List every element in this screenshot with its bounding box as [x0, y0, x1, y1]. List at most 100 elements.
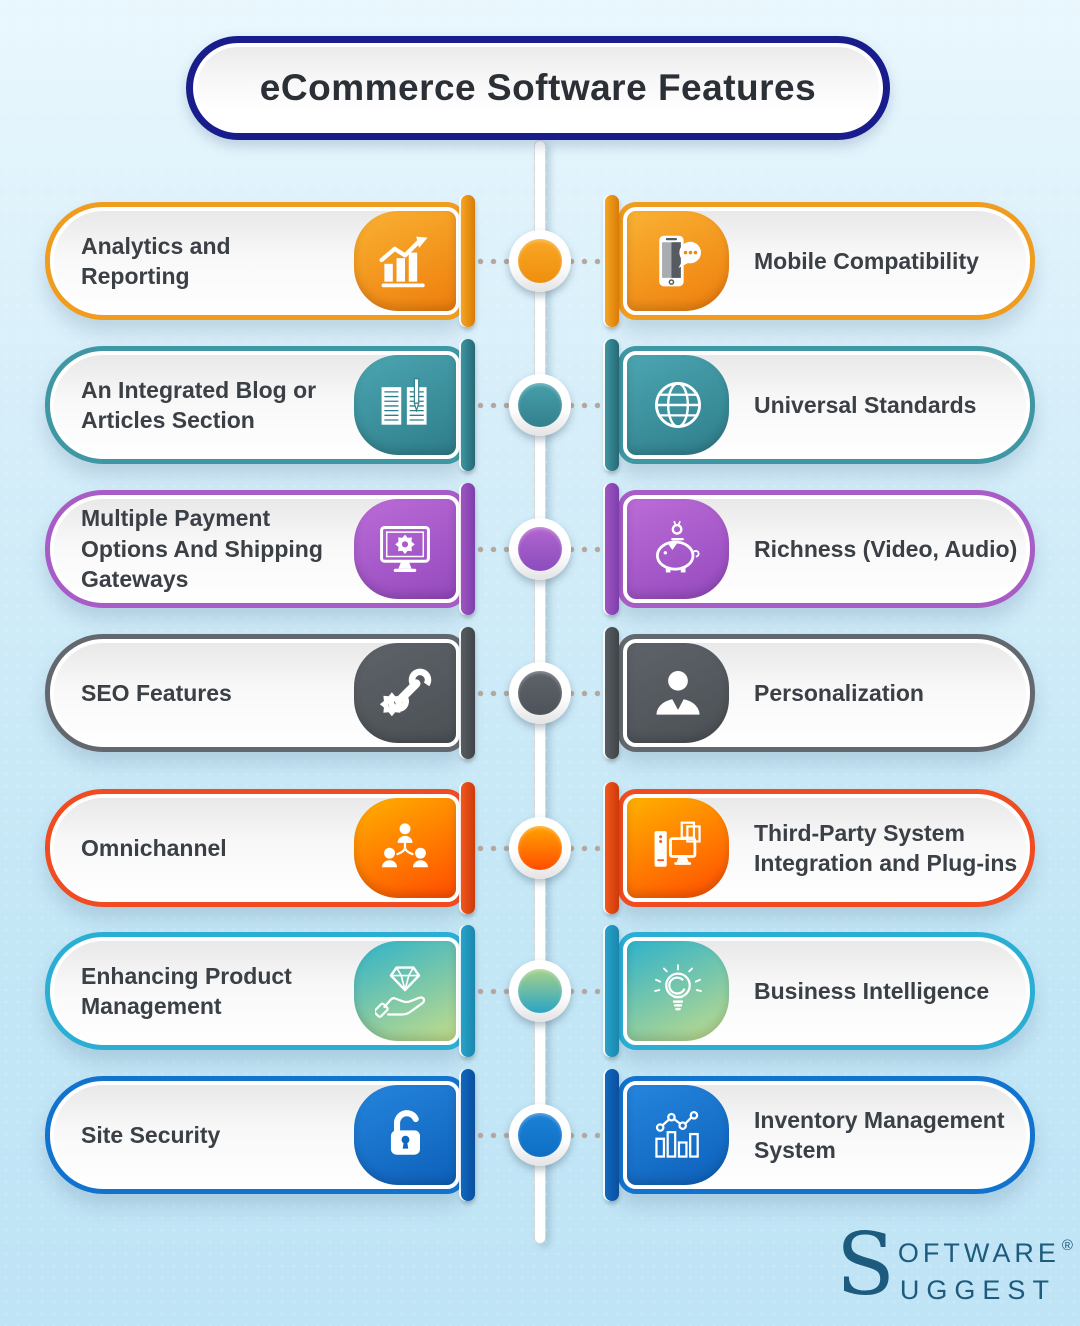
- brand-top-text: OFTWARE: [897, 1238, 1060, 1268]
- feature-card-right: Inventory Management System: [618, 1076, 1035, 1194]
- timeline-node-fill: [518, 527, 562, 571]
- feature-row: Omnichannel Third-Party System Integrati…: [0, 782, 1080, 914]
- timeline-node-fill: [518, 1113, 562, 1157]
- icon-block: [354, 643, 456, 743]
- page-title: eCommerce Software Features: [259, 67, 817, 108]
- timeline-node: [509, 1104, 571, 1166]
- brand-logo: S OFTWARE® UGGEST: [836, 1215, 1077, 1315]
- timeline-node-fill: [518, 826, 562, 870]
- computer-docs-icon: [648, 818, 708, 878]
- brand-line-bottom: UGGEST: [899, 1275, 1056, 1305]
- feature-card-left: Site Security: [45, 1076, 465, 1194]
- card-spine: [461, 782, 475, 914]
- icon-block: [354, 499, 456, 599]
- feature-card-left: Enhancing Product Management: [45, 932, 465, 1050]
- timeline-node: [509, 960, 571, 1022]
- timeline-node: [509, 817, 571, 879]
- feature-label: SEO Features: [81, 679, 232, 706]
- card-spine: [461, 1069, 475, 1201]
- feature-card-right: Personalization: [618, 634, 1035, 752]
- icon-block: [627, 499, 729, 599]
- bulb-icon: [648, 961, 708, 1021]
- card-spine: [461, 339, 475, 471]
- timeline-node: [509, 374, 571, 436]
- timeline-node: [509, 662, 571, 724]
- feature-label: Mobile Compatibility: [754, 247, 979, 274]
- feature-label: Inventory Management System: [754, 1106, 1005, 1163]
- timeline-node-fill: [518, 239, 562, 283]
- wrench-gear-icon: [375, 663, 435, 723]
- icon-block: [627, 798, 729, 898]
- timeline-node: [509, 230, 571, 292]
- icon-block: [354, 211, 456, 311]
- feature-card-right: Richness (Video, Audio): [618, 490, 1035, 608]
- card-spine: [461, 483, 475, 615]
- timeline-node: [509, 518, 571, 580]
- feature-card-left: An Integrated Blog or Articles Section: [45, 346, 465, 464]
- card-spine: [605, 195, 619, 327]
- timeline-node-fill: [518, 969, 562, 1013]
- feature-label: An Integrated Blog or Articles Section: [81, 376, 317, 433]
- brand-initial: S: [836, 1215, 895, 1315]
- icon-block: [627, 643, 729, 743]
- icon-block: [354, 355, 456, 455]
- feature-label: Universal Standards: [754, 391, 977, 418]
- hand-diamond-icon: [375, 961, 435, 1021]
- feature-row: Multiple Payment Options And Shipping Ga…: [0, 483, 1080, 615]
- org-users-icon: [375, 818, 435, 878]
- blog-book-icon: [375, 375, 435, 435]
- icon-block: [627, 1085, 729, 1185]
- feature-row: Site Security Inventory Management Syste…: [0, 1069, 1080, 1201]
- card-spine: [605, 782, 619, 914]
- feature-label: Business Intelligence: [754, 977, 990, 1004]
- feature-card-left: SEO Features: [45, 634, 465, 752]
- feature-row: Analytics and Reporting Mobile Compatibi…: [0, 195, 1080, 327]
- feature-card-right: Mobile Compatibility: [618, 202, 1035, 320]
- inventory-chart-icon: [648, 1105, 708, 1165]
- icon-block: [627, 355, 729, 455]
- card-spine: [461, 925, 475, 1057]
- feature-label: Third-Party System Integration and Plug-…: [754, 819, 1018, 876]
- feature-label: Site Security: [81, 1121, 221, 1148]
- feature-label: Richness (Video, Audio): [754, 535, 1018, 562]
- feature-row: SEO Features Personalization: [0, 627, 1080, 759]
- card-spine: [605, 627, 619, 759]
- feature-row: Enhancing Product Management Business In…: [0, 925, 1080, 1057]
- monitor-gear-icon: [375, 519, 435, 579]
- brand-wordmark: OFTWARE® UGGEST: [898, 1238, 1077, 1306]
- card-spine: [461, 195, 475, 327]
- feature-card-left: Multiple Payment Options And Shipping Ga…: [45, 490, 465, 608]
- card-spine: [605, 925, 619, 1057]
- feature-label: Analytics and Reporting: [81, 232, 231, 289]
- icon-block: [354, 1085, 456, 1185]
- piggy-bank-icon: [648, 519, 708, 579]
- feature-label: Omnichannel: [81, 834, 227, 861]
- feature-label: Personalization: [754, 679, 924, 706]
- feature-card-right: Business Intelligence: [618, 932, 1035, 1050]
- icon-block: [354, 798, 456, 898]
- feature-label: Multiple Payment Options And Shipping Ga…: [81, 505, 323, 593]
- person-icon: [648, 663, 708, 723]
- analytics-chart-icon: [375, 231, 435, 291]
- mobile-chat-icon: [648, 231, 708, 291]
- globe-icon: [648, 375, 708, 435]
- card-spine: [605, 1069, 619, 1201]
- feature-card-right: Universal Standards: [618, 346, 1035, 464]
- feature-row: An Integrated Blog or Articles Section U…: [0, 339, 1080, 471]
- feature-label: Enhancing Product Management: [81, 962, 292, 1019]
- card-spine: [605, 339, 619, 471]
- title-banner: eCommerce Software Features: [186, 36, 890, 140]
- padlock-open-icon: [375, 1105, 435, 1165]
- icon-block: [354, 941, 456, 1041]
- card-spine: [461, 627, 475, 759]
- brand-line-top: OFTWARE®: [898, 1238, 1077, 1269]
- feature-card-left: Analytics and Reporting: [45, 202, 465, 320]
- card-spine: [605, 483, 619, 615]
- feature-card-left: Omnichannel: [45, 789, 465, 907]
- feature-card-right: Third-Party System Integration and Plug-…: [618, 789, 1035, 907]
- icon-block: [627, 211, 729, 311]
- timeline-node-fill: [518, 671, 562, 715]
- registered-mark: ®: [1061, 1237, 1077, 1254]
- timeline-node-fill: [518, 383, 562, 427]
